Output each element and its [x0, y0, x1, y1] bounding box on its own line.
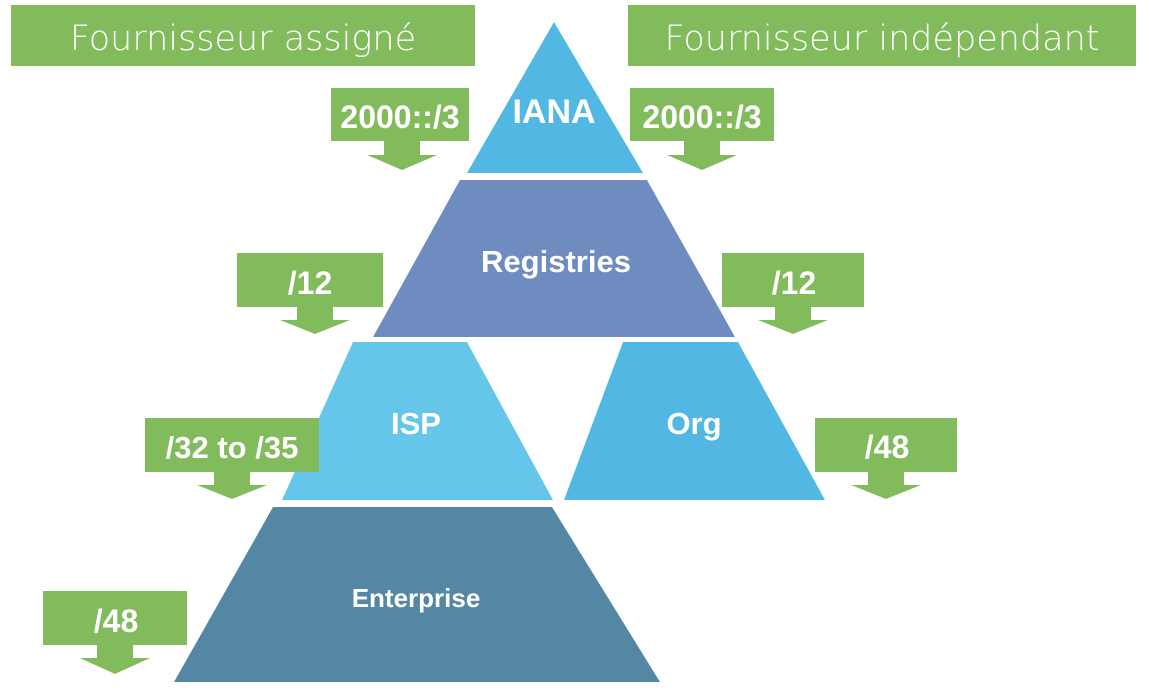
tier-registries: Registries	[373, 180, 735, 337]
enterprise-trapezoid	[174, 507, 660, 682]
arrow-down-icon	[851, 472, 921, 499]
iana-triangle	[467, 22, 643, 173]
org-label: Org	[666, 406, 721, 441]
header-independent-label: Fournisseur indépendant	[664, 19, 1099, 59]
tier-org: Org	[564, 342, 825, 500]
callout-box	[145, 418, 319, 472]
callout-box	[331, 88, 469, 141]
registries-label: Registries	[481, 244, 631, 279]
arrow-down-icon	[80, 645, 150, 674]
header-assigned-label: Fournisseur assigné	[70, 19, 416, 59]
callout-box	[815, 418, 957, 472]
callout-box	[630, 88, 774, 141]
callout-label: /12	[288, 265, 332, 301]
arrow-down-icon	[667, 141, 737, 170]
callout-label: /48	[865, 429, 909, 465]
callout-label: /32 to /35	[166, 430, 299, 465]
callout-isp: /32 to /35	[145, 418, 319, 499]
header-independent-box	[628, 5, 1136, 66]
callout-iana-left: 2000::/3	[331, 88, 469, 170]
callout-label: /48	[94, 603, 138, 639]
isp-label: ISP	[391, 406, 441, 441]
tier-enterprise: Enterprise	[174, 507, 660, 682]
tier-iana: IANA	[467, 22, 643, 173]
arrow-down-icon	[758, 307, 828, 334]
arrow-down-icon	[367, 141, 437, 170]
header-independent-provider: Fournisseur indépendant	[628, 5, 1136, 66]
callout-org: /48	[815, 418, 957, 499]
arrow-down-icon	[197, 472, 267, 499]
tier-isp: ISP	[282, 342, 553, 500]
iana-label: IANA	[512, 93, 595, 131]
callout-registries-right: /12	[722, 253, 864, 334]
callout-enterprise: /48	[43, 591, 187, 674]
callout-iana-right: 2000::/3	[630, 88, 774, 170]
callout-box	[237, 253, 383, 307]
callout-registries-left: /12	[237, 253, 383, 334]
enterprise-label: Enterprise	[352, 583, 481, 613]
registries-trapezoid	[373, 180, 735, 337]
callout-box	[43, 591, 187, 645]
callout-label: 2000::/3	[340, 99, 459, 135]
callout-label: 2000::/3	[642, 99, 761, 135]
isp-trapezoid	[282, 342, 553, 500]
callout-label: /12	[772, 265, 816, 301]
header-assigned-provider: Fournisseur assigné	[11, 5, 475, 66]
arrow-down-icon	[280, 307, 350, 334]
org-trapezoid	[564, 342, 825, 500]
callout-box	[722, 253, 864, 307]
header-assigned-box	[11, 5, 475, 66]
